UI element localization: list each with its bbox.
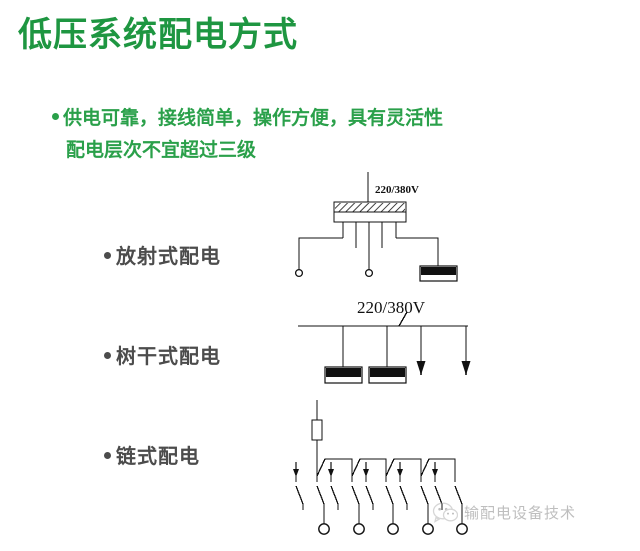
fuse-symbol <box>311 419 323 441</box>
watermark: 输配电设备技术 <box>432 500 576 524</box>
branch-left <box>298 237 343 270</box>
chain-link-1 <box>316 458 353 477</box>
section-label-radial: 放射式配电 <box>104 240 221 269</box>
terminal-circle-5 <box>456 523 468 535</box>
switch-group-2 <box>330 476 360 524</box>
chain-terminals <box>318 523 468 535</box>
bullet-dot-icon <box>104 452 111 460</box>
branch-right <box>396 237 439 266</box>
section-label-trunk-text: 树干式配电 <box>116 346 221 368</box>
load-box-3 <box>368 366 407 384</box>
load-box-2 <box>324 366 363 384</box>
key-points-block: 供电可靠，接线简单，操作方便，具有灵活性 配电层次不宜超过三级 <box>52 103 572 167</box>
bullet-dot-icon <box>52 113 59 121</box>
switch-arrow-icons <box>293 462 438 477</box>
bullet-dot-icon <box>104 352 111 360</box>
wechat-icon <box>432 502 458 523</box>
page-title: 低压系统配电方式 <box>18 16 298 54</box>
key-point-line-2: 配电层次不宜超过三级 <box>66 140 257 161</box>
load-box-1 <box>419 265 458 282</box>
switch-group-1 <box>295 476 325 524</box>
chain-link-4 <box>420 458 456 477</box>
key-point-line-1: 供电可靠，接线简单，操作方便，具有灵活性 <box>63 108 444 129</box>
switch-group-3 <box>365 476 394 524</box>
chain-link-3 <box>385 458 422 477</box>
diagram-trunk-distribution: 220/380V <box>286 298 486 400</box>
section-label-trunk: 树干式配电 <box>104 340 221 369</box>
voltage-label-trunk: 220/380V <box>357 300 426 317</box>
voltage-label-radial: 220/380V <box>375 184 419 196</box>
section-label-radial-text: 放射式配电 <box>116 246 221 268</box>
chain-link-2 <box>351 458 387 477</box>
arrow-load-1 <box>416 361 426 375</box>
terminal-circle-2 <box>364 268 374 278</box>
busbar-hatch <box>335 203 405 212</box>
watermark-text: 输配电设备技术 <box>464 504 577 522</box>
switch-group-5 <box>434 476 463 524</box>
diagram-chain-distribution <box>286 398 486 551</box>
section-label-chain-text: 链式配电 <box>116 446 200 468</box>
terminal-circle-1 <box>318 523 330 535</box>
bullet-dot-icon <box>104 252 111 260</box>
terminal-circle-2 <box>353 523 365 535</box>
diagram-radial-distribution: 220/380V <box>286 172 486 297</box>
arrow-load-2 <box>461 361 471 375</box>
switch-group-4 <box>399 476 429 524</box>
terminal-circle-3 <box>387 523 399 535</box>
section-label-chain: 链式配电 <box>104 440 200 469</box>
terminal-circle-4 <box>422 523 434 535</box>
terminal-circle-1 <box>294 268 304 278</box>
label-leader <box>398 311 408 327</box>
